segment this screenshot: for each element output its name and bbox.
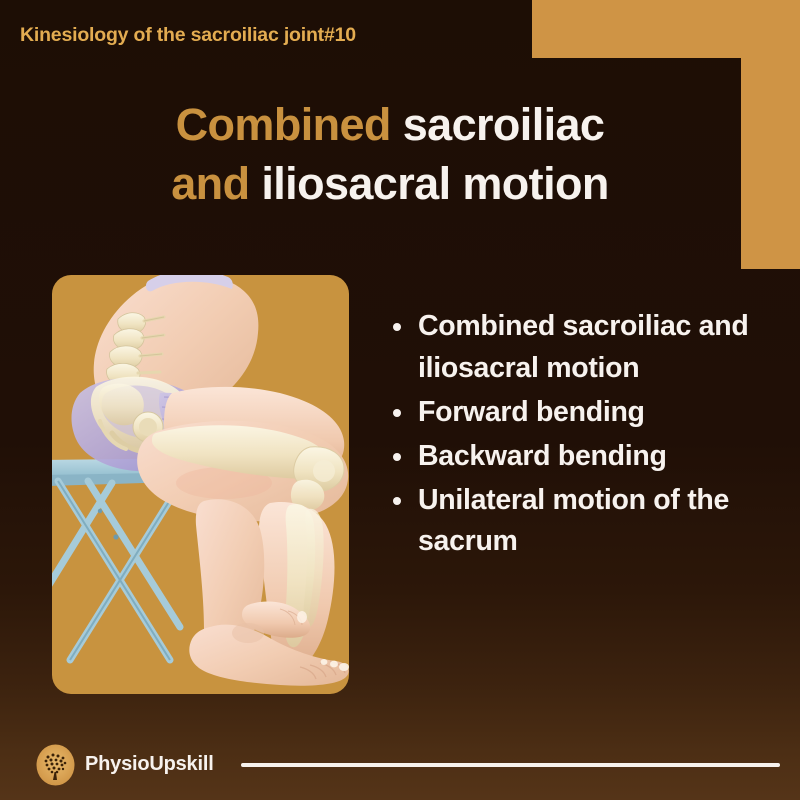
list-item: Unilateral motion of the sacrum bbox=[380, 480, 780, 564]
illustration-panel bbox=[52, 275, 349, 694]
brand-name: PhysioUpskill bbox=[85, 753, 214, 775]
bullet-dot-icon bbox=[393, 323, 401, 331]
page-title-word-sacroiliac: sacroiliac bbox=[402, 99, 605, 150]
list-item-label: Backward bending bbox=[418, 439, 667, 472]
bullet-dot-icon bbox=[393, 452, 401, 461]
gold-accent-bar-right bbox=[741, 0, 800, 269]
bullet-dot-icon bbox=[393, 408, 401, 417]
page-title-word-and: and bbox=[171, 158, 262, 210]
page-title-word-iliosacral-motion: iliosacral motion bbox=[261, 158, 609, 210]
seated-anatomy-illustration bbox=[52, 275, 349, 694]
list-item: Combined sacroiliac and iliosacral motio… bbox=[380, 306, 780, 390]
bullet-dot-icon bbox=[393, 496, 401, 505]
list-item-label: Combined sacroiliac and iliosacral motio… bbox=[418, 310, 749, 384]
page-title-word-combined: Combined bbox=[175, 99, 403, 150]
page-title-line-1: Combined sacroiliac bbox=[60, 95, 720, 154]
page-title: Combined sacroiliac and iliosacral motio… bbox=[60, 95, 720, 214]
list-item-label: Unilateral motion of the sacrum bbox=[418, 483, 730, 558]
patella-bone bbox=[290, 479, 325, 511]
header-series-title: Kinesiology of the sacroiliac joint#10 bbox=[20, 24, 356, 46]
list-item: Backward bending bbox=[380, 436, 780, 478]
page-title-line-2: and iliosacral motion bbox=[60, 154, 720, 213]
list-item-label: Forward bending bbox=[418, 395, 645, 428]
physioupskill-logo-icon bbox=[36, 744, 75, 786]
key-points-list: Combined sacroiliac and iliosacral motio… bbox=[380, 306, 780, 565]
list-item: Forward bending bbox=[380, 392, 780, 434]
footer-divider bbox=[241, 763, 780, 767]
